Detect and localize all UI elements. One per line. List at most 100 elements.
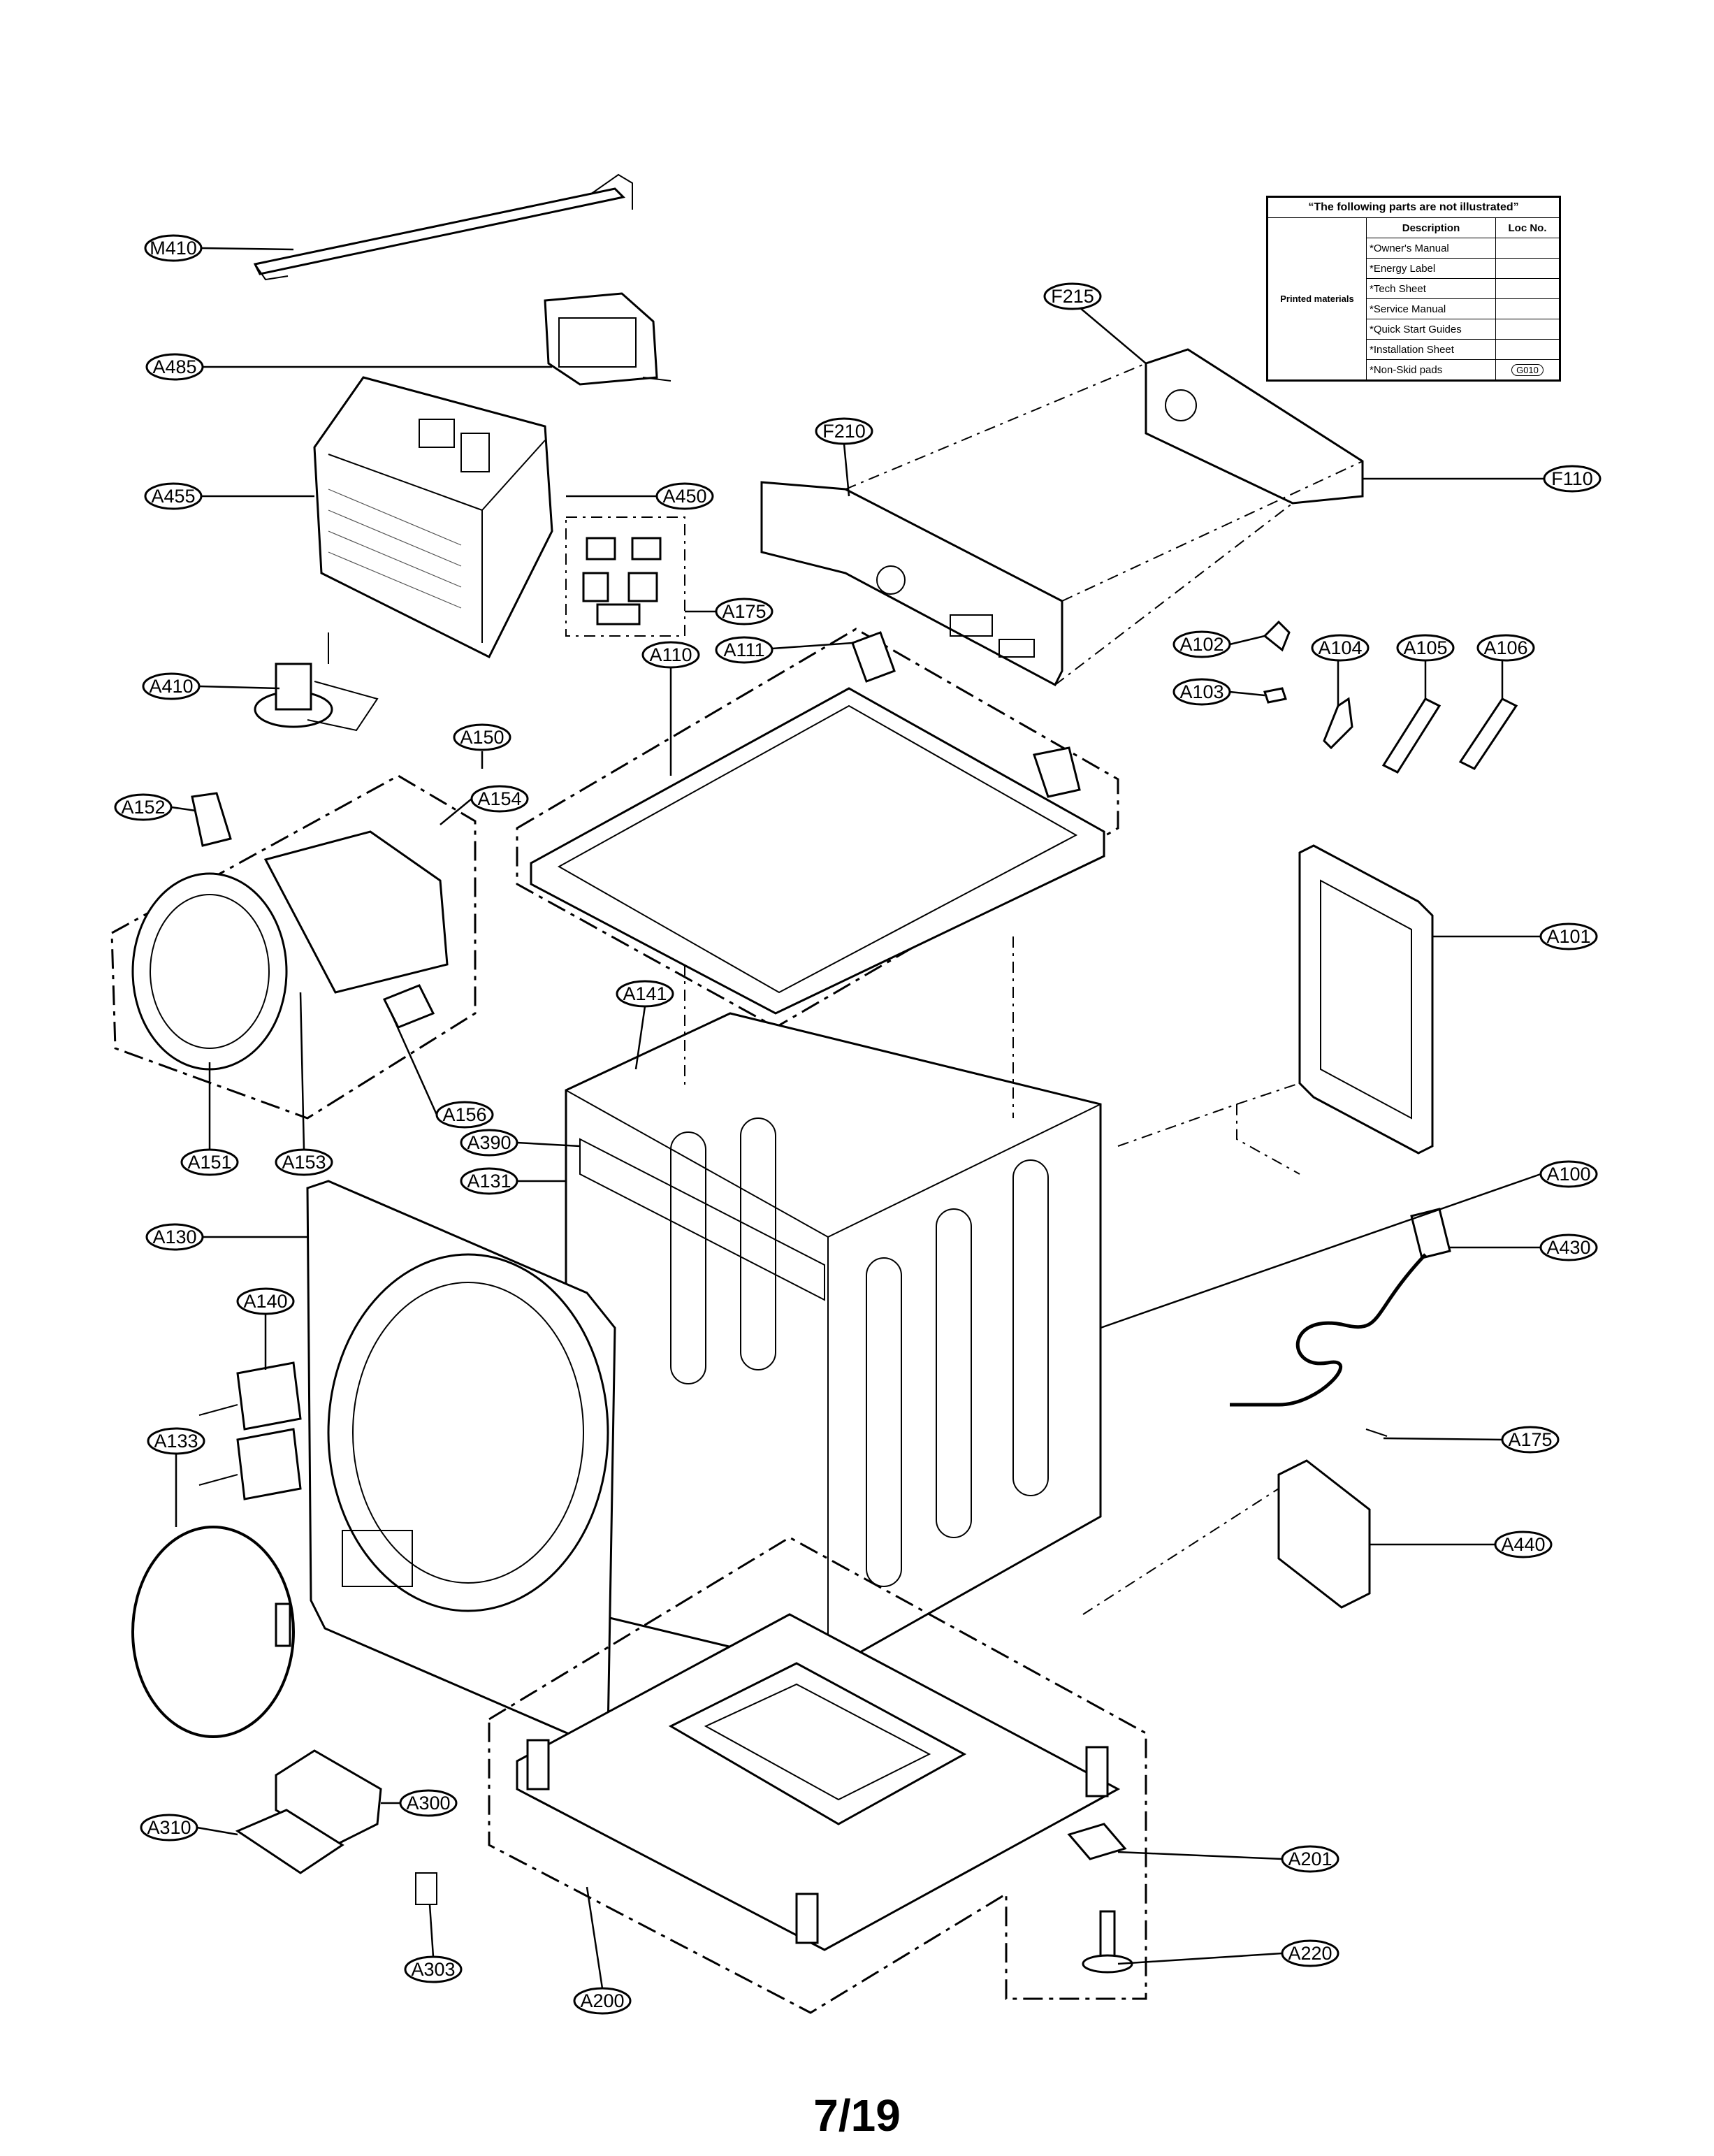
svg-text:A141: A141 xyxy=(623,983,667,1004)
label-a201: A201 xyxy=(1281,1845,1339,1873)
svg-text:A105: A105 xyxy=(1403,637,1447,658)
label-a140: A140 xyxy=(236,1287,295,1315)
label-a110: A110 xyxy=(641,641,700,669)
part-dampers xyxy=(1323,697,1518,774)
svg-text:A140: A140 xyxy=(243,1291,287,1312)
svg-text:A130: A130 xyxy=(152,1227,196,1247)
svg-text:A131: A131 xyxy=(467,1171,511,1192)
svg-text:A440: A440 xyxy=(1501,1534,1545,1555)
part-a300-a310-cover xyxy=(235,1749,437,1905)
part-a101-rear-panel xyxy=(1117,844,1434,1175)
label-a450: A450 xyxy=(655,482,714,510)
page-number: 7/19 xyxy=(813,2090,901,2141)
part-a133-ring xyxy=(131,1526,295,1738)
part-control-panel xyxy=(760,348,1364,687)
svg-text:A104: A104 xyxy=(1318,637,1362,658)
part-a130-door xyxy=(306,1180,616,1742)
label-a100: A100 xyxy=(1539,1160,1598,1188)
table-header-loc-no: Loc No. xyxy=(1495,217,1560,238)
svg-text:A390: A390 xyxy=(467,1132,511,1153)
part-a100-cabinet xyxy=(565,936,1102,1672)
svg-text:A175: A175 xyxy=(722,601,766,622)
label-a106: A106 xyxy=(1476,634,1535,662)
part-a102-a103-clips xyxy=(1263,620,1291,704)
part-m410-bracket xyxy=(253,173,633,281)
table-cell-loc xyxy=(1495,298,1560,319)
svg-text:A220: A220 xyxy=(1288,1943,1332,1964)
label-a440: A440 xyxy=(1494,1531,1553,1558)
svg-text:F215: F215 xyxy=(1051,286,1094,307)
table-cell-loc: G010 xyxy=(1495,359,1560,381)
label-a310: A310 xyxy=(140,1814,198,1842)
svg-text:A153: A153 xyxy=(282,1152,326,1173)
label-a200: A200 xyxy=(573,1987,632,2015)
svg-text:M410: M410 xyxy=(150,238,197,259)
label-a455: A455 xyxy=(144,482,203,510)
part-a455-pcb xyxy=(313,376,553,659)
svg-text:A455: A455 xyxy=(151,486,195,507)
svg-text:A102: A102 xyxy=(1179,634,1223,655)
table-cell-description: *Owner's Manual xyxy=(1366,238,1496,259)
label-a156: A156 xyxy=(435,1101,494,1129)
svg-text:A111: A111 xyxy=(723,639,764,660)
svg-text:A200: A200 xyxy=(580,1990,624,2011)
table-cell-description: *Energy Label xyxy=(1366,258,1496,279)
table-row: *Owner's Manual xyxy=(1268,238,1560,259)
not-illustrated-parts-table: “The following parts are not illustrated… xyxy=(1266,196,1561,382)
svg-text:A133: A133 xyxy=(154,1431,198,1452)
table-cell-description: *Tech Sheet xyxy=(1366,278,1496,299)
label-a152: A152 xyxy=(114,793,173,821)
table-title: “The following parts are not illustrated… xyxy=(1267,196,1560,218)
svg-text:A303: A303 xyxy=(411,1959,455,1980)
table-row: *Non-Skid pads G010 xyxy=(1268,359,1560,381)
label-a220: A220 xyxy=(1281,1939,1339,1967)
table-cell-description: *Service Manual xyxy=(1366,298,1496,319)
table-cell-loc xyxy=(1495,278,1560,299)
table-row: *Installation Sheet xyxy=(1268,339,1560,360)
leader-lines xyxy=(170,247,1544,1989)
part-a201-a220-foot xyxy=(1067,1823,1133,1974)
table-row: *Service Manual xyxy=(1268,298,1560,319)
part-a200-base xyxy=(488,1536,1147,2014)
svg-text:F110: F110 xyxy=(1551,468,1593,489)
table-cell-loc xyxy=(1495,339,1560,360)
label-a111: A111 xyxy=(715,636,774,664)
svg-text:A151: A151 xyxy=(187,1152,231,1173)
svg-text:A430: A430 xyxy=(1546,1237,1590,1258)
part-a140-hinge xyxy=(198,1361,302,1500)
svg-text:A154: A154 xyxy=(477,788,521,809)
label-a131: A131 xyxy=(460,1167,518,1195)
part-a430-power-cord xyxy=(1230,1208,1451,1407)
table-row: *Energy Label xyxy=(1268,258,1560,279)
part-a440-filter xyxy=(1082,1428,1388,1615)
label-a175-clips: A175 xyxy=(715,598,774,625)
label-a105: A105 xyxy=(1396,634,1455,662)
part-a110-top-plate xyxy=(516,628,1119,1029)
label-a102: A102 xyxy=(1172,630,1231,658)
label-m410: M410 xyxy=(144,234,203,262)
part-a450-clips xyxy=(565,516,685,637)
table-cell-description: *Quick Start Guides xyxy=(1366,319,1496,340)
table-row: *Tech Sheet xyxy=(1268,278,1560,299)
loc-badge: G010 xyxy=(1511,363,1544,376)
svg-text:A156: A156 xyxy=(442,1104,486,1125)
label-a154: A154 xyxy=(470,785,529,813)
label-a175-screw: A175 xyxy=(1501,1426,1560,1454)
table-cell-loc xyxy=(1495,319,1560,340)
table-header-description: Description xyxy=(1366,217,1496,238)
table-row: *Quick Start Guides xyxy=(1268,319,1560,340)
label-a430: A430 xyxy=(1539,1233,1598,1261)
label-a151: A151 xyxy=(180,1148,239,1176)
svg-text:A410: A410 xyxy=(149,676,193,697)
svg-text:A100: A100 xyxy=(1546,1164,1590,1185)
label-a390: A390 xyxy=(460,1129,518,1157)
table-cell-description: *Installation Sheet xyxy=(1366,339,1496,360)
svg-text:F210: F210 xyxy=(822,421,866,442)
part-a485-cover xyxy=(544,292,671,386)
label-a104: A104 xyxy=(1311,634,1370,662)
part-a410-motor xyxy=(254,632,379,732)
svg-text:A175: A175 xyxy=(1508,1429,1552,1450)
svg-text:A106: A106 xyxy=(1483,637,1527,658)
table-cell-description: *Non-Skid pads xyxy=(1366,359,1496,381)
